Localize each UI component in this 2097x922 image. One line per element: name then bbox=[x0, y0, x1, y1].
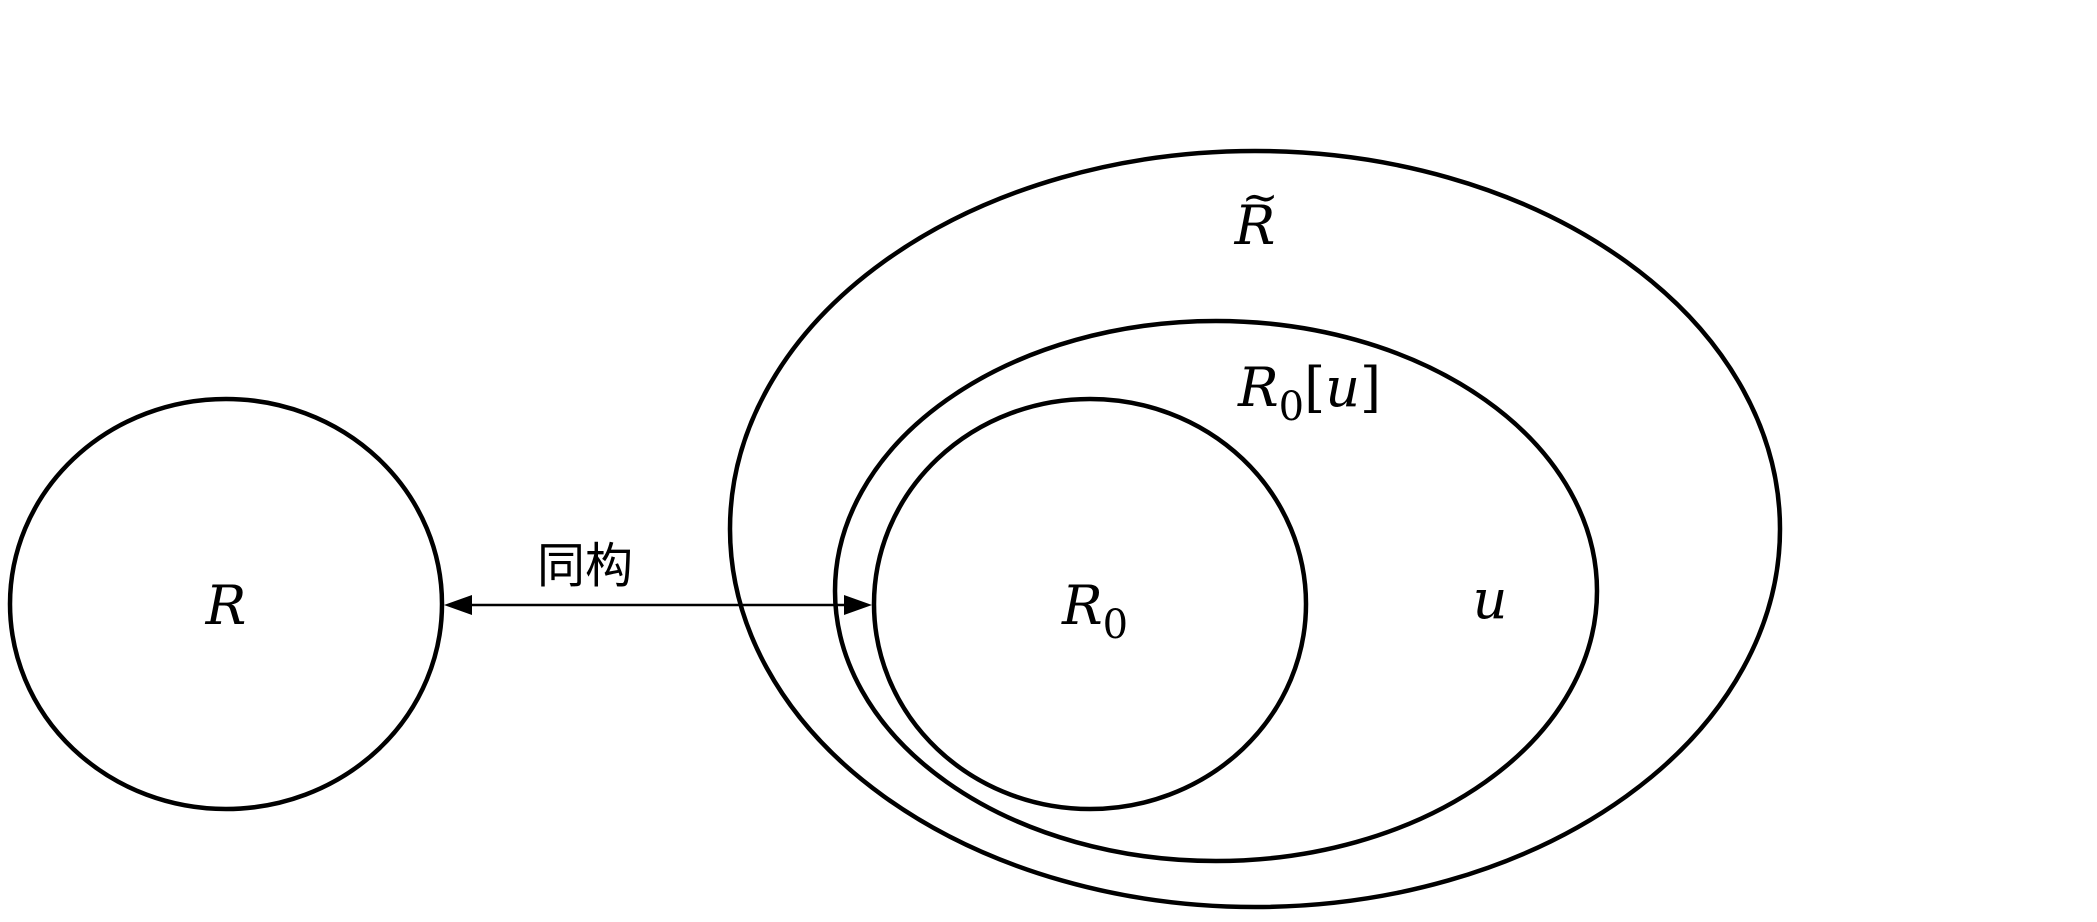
r0-u-close-bracket: ] bbox=[1360, 356, 1381, 419]
arrow-head-right bbox=[844, 595, 872, 615]
r0-u-open-bracket: [ bbox=[1304, 356, 1325, 419]
set-r-tilde-ellipse bbox=[727, 148, 1783, 910]
arrow-head-left bbox=[444, 595, 472, 615]
r0-base: R bbox=[1061, 574, 1103, 637]
isomorphism-label: 同构 bbox=[537, 538, 633, 594]
r0-u-subscript: 0 bbox=[1279, 384, 1304, 430]
isomorphism-arrow bbox=[444, 595, 872, 615]
r-tilde-accent: ~ bbox=[1242, 172, 1279, 223]
set-r-ellipse bbox=[7, 396, 445, 812]
set-r0-label: R0 bbox=[1061, 574, 1128, 648]
r0-u-var: u bbox=[1325, 356, 1360, 419]
set-r0-u-ellipse bbox=[832, 318, 1600, 864]
set-r0-ellipse bbox=[871, 396, 1309, 812]
r0-subscript: 0 bbox=[1103, 602, 1128, 648]
set-u-label: u bbox=[1473, 568, 1508, 631]
r0-u-base: R bbox=[1237, 356, 1279, 419]
set-r0-u-label: R0[u] bbox=[1237, 356, 1381, 430]
set-r-tilde-label: R ~ bbox=[1234, 172, 1279, 257]
r-tilde-base: R bbox=[1234, 194, 1276, 257]
set-r-label: R bbox=[205, 574, 247, 637]
